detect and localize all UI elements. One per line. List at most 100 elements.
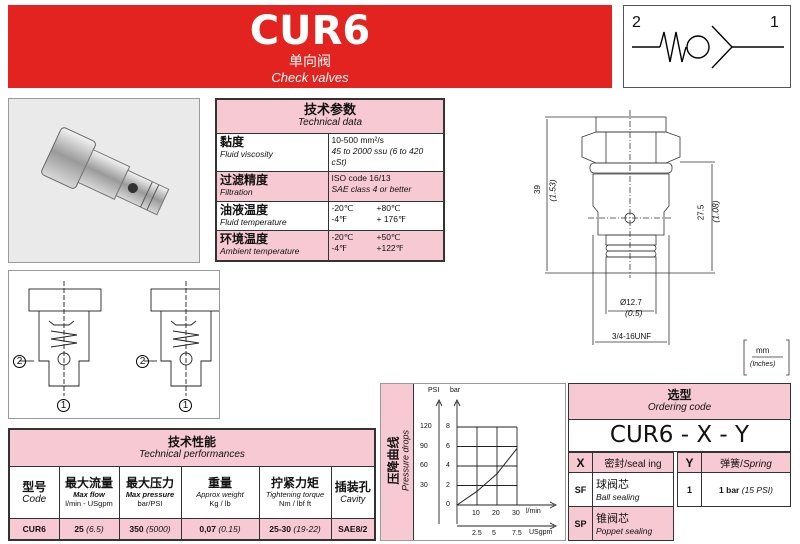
temp-max-c: +80℃ bbox=[376, 202, 401, 213]
col-header-cn: 型号 bbox=[22, 479, 47, 494]
x2-axis-unit: USgpm bbox=[529, 529, 553, 536]
pressure-drop-plot bbox=[435, 398, 558, 530]
cartridge-photo-icon bbox=[41, 127, 170, 216]
ordering-code: CUR6 - X - Y bbox=[568, 420, 791, 452]
product-title: CUR6 bbox=[249, 8, 371, 54]
spring-value: 1 bar bbox=[719, 484, 740, 495]
x-tick: 20 bbox=[492, 510, 500, 517]
cell-torque: 25-30 bbox=[269, 523, 291, 534]
pressure-drop-title-cn: 压降曲线 bbox=[386, 436, 401, 485]
row-value-alt: 45 to 2000 ssu (6 to 420 cSt) bbox=[331, 145, 424, 167]
bar-tick: 4 bbox=[446, 462, 450, 469]
x-tick: 30 bbox=[512, 510, 520, 517]
bar-tick: 2 bbox=[446, 481, 450, 489]
pressure-curve bbox=[456, 448, 518, 506]
x2-tick: 7.5 bbox=[512, 530, 522, 537]
temp-max-f: +122℉ bbox=[376, 243, 404, 254]
psi-tick: 90 bbox=[420, 442, 428, 450]
dim-thread-length: 27.5 bbox=[696, 204, 706, 221]
col-header-cn: 拧紧力矩 bbox=[270, 476, 319, 490]
col-header-cn: 插装孔 bbox=[334, 479, 371, 494]
bar-tick: 6 bbox=[446, 442, 450, 450]
tech-data-title-en: Technical data bbox=[297, 117, 363, 128]
temp-min-c: -20℃ bbox=[331, 232, 354, 243]
row-value: ISO code 16/13 bbox=[331, 173, 391, 184]
pressure-drop-label: 压降曲线 Pressure drops bbox=[381, 384, 414, 540]
section-drawings: 2 1 2 1 bbox=[8, 270, 220, 419]
ordering-title-cn: 选型 bbox=[667, 388, 692, 402]
port-label-2: 2 bbox=[632, 14, 641, 31]
col-header-en: Approx weight bbox=[196, 490, 244, 499]
bar-tick: 8 bbox=[446, 423, 450, 430]
perf-title-cn: 技术性能 bbox=[167, 435, 216, 450]
cell-weight: 0,07 bbox=[199, 523, 216, 534]
cell-weight-alt: (0.15) bbox=[218, 523, 241, 534]
row-label-en: Fluid viscosity bbox=[220, 148, 273, 159]
col-header-cn: 最大流量 bbox=[64, 476, 113, 490]
psi-tick: 30 bbox=[420, 481, 428, 489]
product-photo bbox=[8, 98, 200, 263]
row-label-cn: 环境温度 bbox=[220, 232, 269, 247]
dimension-drawing: 39 (1.53) 27.5 (1.08) Ø12.7 (0.5) 3/4-16… bbox=[530, 100, 790, 380]
bar-tick: 0 bbox=[446, 501, 450, 508]
col-header-cn: 重量 bbox=[207, 476, 232, 490]
row-label-cn: 过滤精度 bbox=[220, 173, 269, 188]
port-2-label: 2 bbox=[136, 355, 149, 368]
subtitle-en: Check valves bbox=[271, 70, 349, 85]
col-unit: Nm / lbf ft bbox=[278, 499, 312, 508]
dim-height: 39 bbox=[532, 185, 542, 194]
cell-pressure: 350 bbox=[129, 523, 144, 534]
col-header-en: Cavity bbox=[340, 493, 366, 504]
row-label-cn: 黏度 bbox=[220, 134, 245, 149]
cell-code: CUR6 bbox=[22, 523, 46, 534]
cell-pressure-alt: (5000) bbox=[145, 523, 171, 534]
temp-max-f: + 176℉ bbox=[376, 213, 407, 224]
cartridge-outline-icon bbox=[545, 110, 790, 376]
col-header-en: Tightening torque bbox=[265, 490, 325, 499]
row-label-en: Fluid temperature bbox=[220, 216, 287, 227]
tech-data-title-cn: 技术参数 bbox=[303, 102, 356, 117]
temp-min-c: -20℃ bbox=[331, 202, 354, 213]
row-label-en: Ambient temperature bbox=[220, 246, 300, 257]
option-en: Ball sealing bbox=[596, 492, 640, 502]
dim-diameter-inches: (0.5) bbox=[625, 308, 643, 318]
temp-max-c: +50℃ bbox=[376, 232, 401, 243]
table-row: CUR6 25 (6.5) 350 (5000) 0,07 (0.15) 25-… bbox=[8, 517, 376, 541]
y-label: Y bbox=[677, 452, 702, 473]
col-header-en: Max flow bbox=[73, 490, 105, 499]
temp-min-f: -4℉ bbox=[331, 243, 348, 254]
cell-cavity: SAE8/2 bbox=[338, 523, 368, 534]
col-unit: Kg / lb bbox=[209, 499, 231, 508]
cell-flow: 25 bbox=[74, 523, 84, 534]
bar-axis-label: bar bbox=[450, 387, 461, 394]
port-1-label: 1 bbox=[179, 399, 192, 412]
title-banner: CUR6 单向阀 Check valves bbox=[8, 5, 612, 88]
port-label-1: 1 bbox=[770, 14, 779, 31]
x-axis-unit: l/min bbox=[526, 508, 541, 515]
option-code: 1 bbox=[677, 472, 702, 507]
unit-mm: mm bbox=[756, 346, 770, 355]
dim-height-inches: (1.53) bbox=[547, 179, 558, 202]
option-code: SP bbox=[568, 506, 593, 541]
psi-tick: 60 bbox=[420, 462, 428, 469]
subtitle-cn: 单向阀 bbox=[289, 53, 331, 69]
option-code: SF bbox=[568, 472, 593, 507]
option-en: Poppet sealing bbox=[596, 526, 653, 536]
port-2-label: 2 bbox=[13, 355, 26, 368]
col-unit: bar/PSI bbox=[137, 499, 163, 508]
sealing-header: 密封/seal ing bbox=[592, 452, 674, 473]
cell-flow-alt: (6.5) bbox=[86, 523, 104, 534]
perf-title-en: Technical performances bbox=[139, 449, 245, 461]
psi-tick: 120 bbox=[420, 423, 432, 430]
